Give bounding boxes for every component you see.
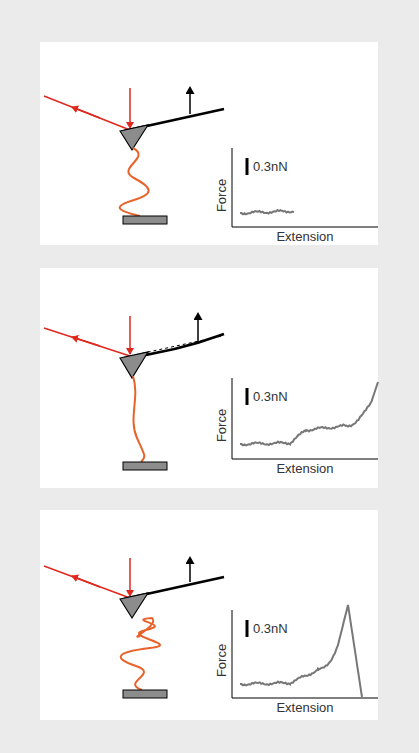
panel	[40, 510, 378, 720]
axis-label: Extension	[276, 230, 333, 243]
afm-stage-1	[44, 88, 224, 224]
scale-label: 0.3nN	[253, 160, 288, 173]
force-graph-2	[232, 378, 378, 459]
afm-stage-3	[44, 558, 224, 698]
force-graph-3	[232, 605, 378, 698]
axis-label: Force	[215, 178, 228, 211]
axis-label: Force	[215, 408, 228, 441]
axis-label: Force	[215, 643, 228, 676]
panel	[40, 42, 378, 245]
axis-label: Extension	[276, 701, 333, 714]
panel	[40, 268, 378, 488]
scale-label: 0.3nN	[253, 622, 288, 635]
afm-stage-2	[44, 314, 224, 470]
axis-label: Extension	[276, 462, 333, 475]
force-graph-1	[232, 148, 378, 227]
scale-label: 0.3nN	[253, 390, 288, 403]
